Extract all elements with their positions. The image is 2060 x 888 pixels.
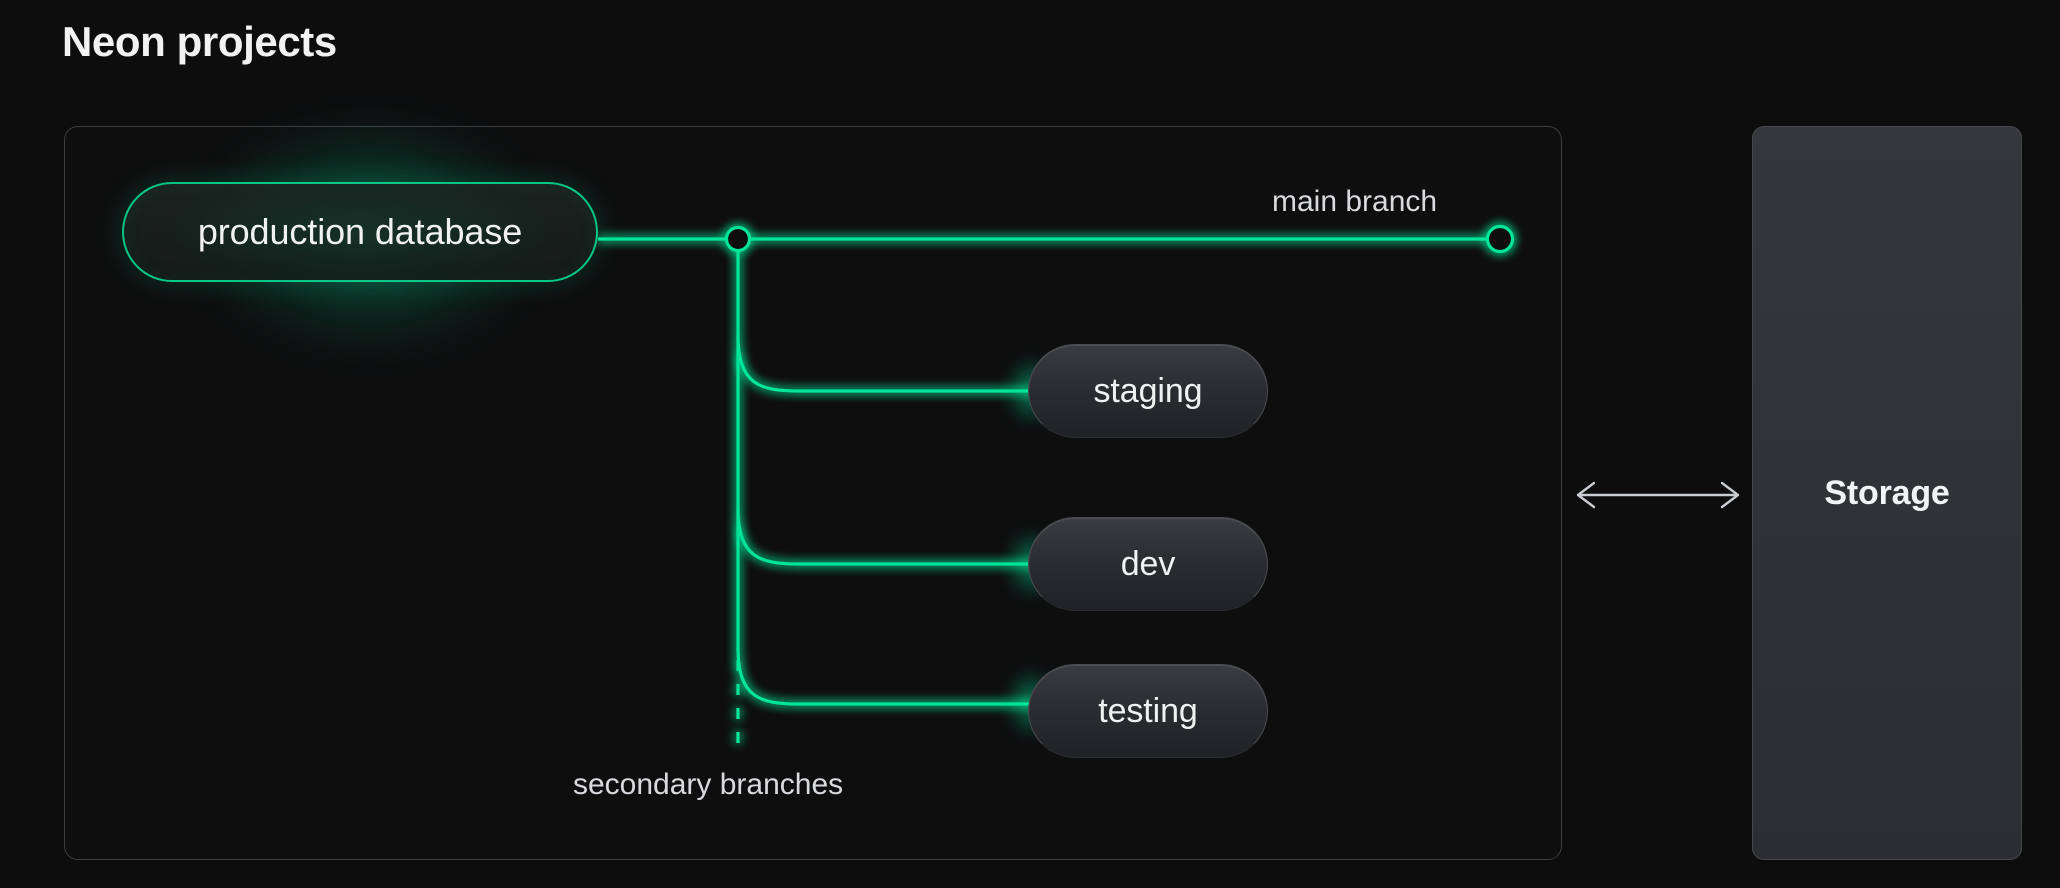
secondary-branches-label: secondary branches	[573, 768, 844, 801]
bidirectional-arrow-icon	[1576, 481, 1740, 509]
node-testing-label: testing	[1098, 691, 1198, 730]
storage-panel-label: Storage	[1824, 473, 1950, 512]
storage-panel[interactable]: Storage	[1752, 126, 2022, 860]
node-dev[interactable]: dev	[1028, 517, 1268, 611]
node-testing[interactable]: testing	[1028, 664, 1268, 758]
node-production-database[interactable]: production database	[122, 182, 598, 282]
node-production-database-label: production database	[197, 211, 523, 252]
node-dev-label: dev	[1120, 544, 1176, 583]
page-title: Neon projects	[62, 18, 337, 65]
main-branch-label: main branch	[1272, 185, 1438, 218]
node-staging[interactable]: staging	[1028, 344, 1268, 438]
node-staging-label: staging	[1093, 371, 1203, 410]
